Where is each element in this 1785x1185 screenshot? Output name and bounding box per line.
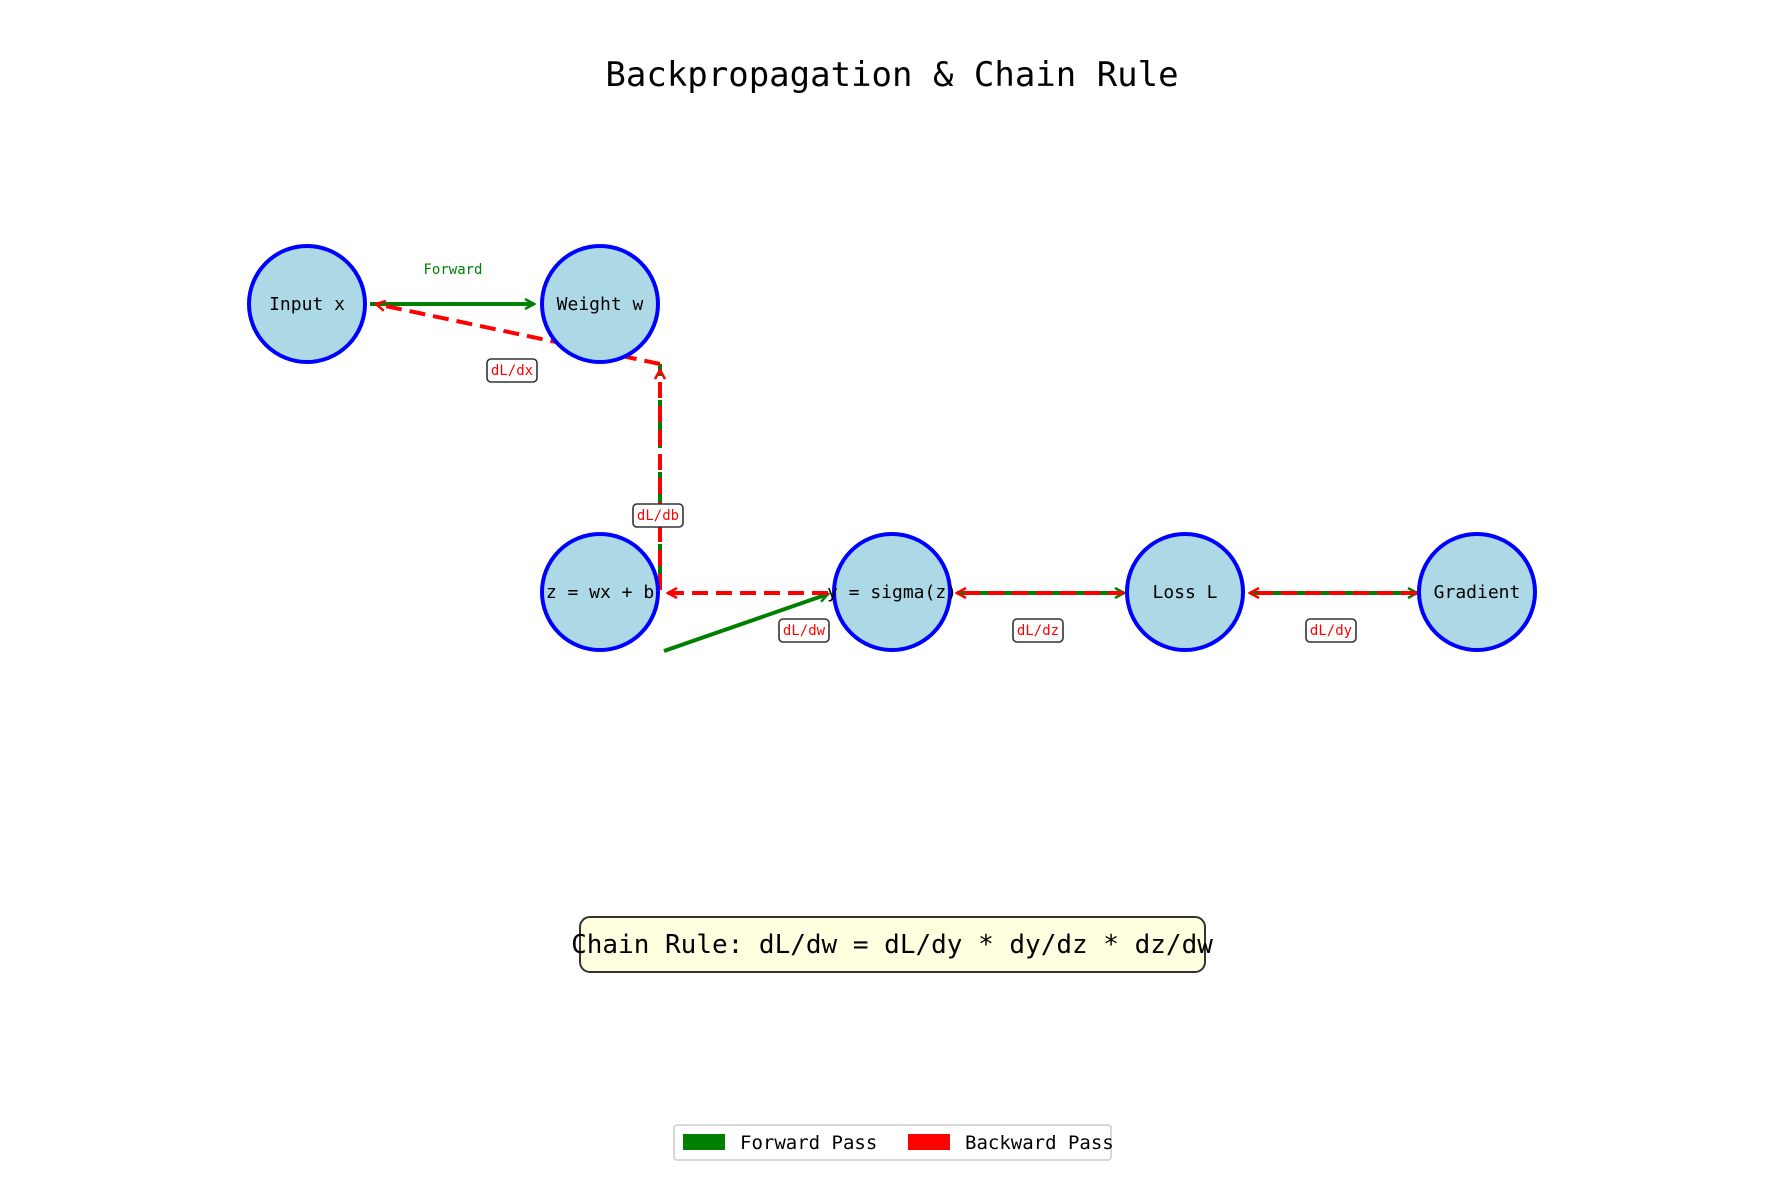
legend-backward-label: Backward Pass (965, 1132, 1114, 1154)
label-box-dLdw: dL/dw (778, 618, 830, 643)
formula-box: Chain Rule: dL/dw = dL/dy * dy/dz * dz/d… (571, 916, 1213, 973)
node-z: z = wx + b (540, 532, 660, 652)
legend-forward-swatch (683, 1134, 725, 1150)
label-dLdb: dL/db (637, 508, 679, 524)
node-input: Input x (247, 244, 367, 364)
label-box-dLdy: dL/dy (1305, 618, 1357, 643)
label-dLdy: dL/dy (1310, 623, 1352, 639)
node-loss-label: Loss L (1152, 582, 1217, 603)
node-weight-label: Weight w (557, 294, 644, 315)
node-gradient-label: Gradient (1434, 582, 1521, 603)
label-dLdx: dL/dx (491, 363, 533, 379)
node-y: y = sigma(z) (827, 532, 957, 652)
diagram-title: Backpropagation & Chain Rule (605, 55, 1178, 95)
node-y-label: y = sigma(z) (827, 582, 957, 603)
label-box-dLdb: dL/db (632, 503, 684, 528)
node-loss: Loss L (1125, 532, 1245, 652)
label-dLdz: dL/dz (1017, 623, 1059, 639)
legend-forward-label: Forward Pass (740, 1132, 877, 1154)
node-weight: Weight w (540, 244, 660, 364)
label-box-dLdz: dL/dz (1012, 618, 1064, 643)
legend-backward-swatch (908, 1134, 950, 1150)
forward-edge-z-y (663, 594, 828, 653)
node-z-label: z = wx + b (546, 582, 654, 603)
formula-text: Chain Rule: dL/dw = dL/dy * dy/dz * dz/d… (571, 930, 1213, 960)
node-gradient: Gradient (1417, 532, 1537, 652)
legend: Forward Pass Backward Pass (673, 1124, 1114, 1161)
label-box-dLdx: dL/dx (486, 358, 538, 383)
node-input-label: Input x (269, 294, 345, 315)
label-dLdw: dL/dw (783, 623, 826, 639)
label-forward: Forward (423, 262, 482, 278)
